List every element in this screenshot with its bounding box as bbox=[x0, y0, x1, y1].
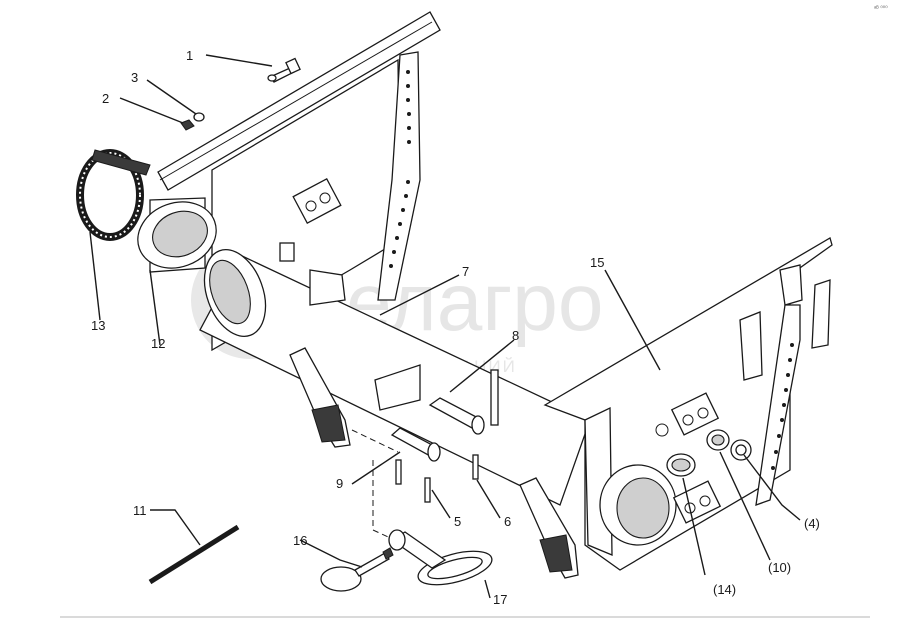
collar-12 bbox=[137, 197, 217, 273]
callout-17: 17 bbox=[493, 592, 507, 607]
pin-8 bbox=[428, 369, 499, 435]
bracket bbox=[309, 269, 421, 411]
rod-11 bbox=[148, 524, 240, 585]
spring-pin-9b bbox=[395, 459, 402, 485]
washer-3 bbox=[193, 112, 205, 122]
callout-13: 13 bbox=[91, 318, 105, 333]
callout-3: 3 bbox=[131, 70, 138, 85]
callout-10: (10) bbox=[768, 560, 791, 575]
top-mounting-bar bbox=[157, 11, 441, 191]
leader-lines bbox=[89, 54, 801, 599]
callout-labels: 1 2 3 (4) 5 6 7 8 9 (10) 11 12 13 (14) 1… bbox=[91, 48, 820, 607]
lynch-pin-17 bbox=[388, 529, 493, 586]
callout-5: 5 bbox=[454, 514, 461, 529]
callout-7: 7 bbox=[462, 264, 469, 279]
callout-8: 8 bbox=[512, 328, 519, 343]
washer-4 bbox=[730, 439, 752, 461]
spring-pin-5 bbox=[424, 477, 431, 503]
callout-12: 12 bbox=[151, 336, 165, 351]
callout-14: (14) bbox=[713, 582, 736, 597]
bushing-10 bbox=[706, 429, 730, 451]
hose-clamp-13 bbox=[76, 149, 151, 241]
alignment-lines bbox=[351, 429, 413, 549]
lock-pin-16 bbox=[320, 547, 394, 592]
callout-1: 1 bbox=[186, 48, 193, 63]
callout-9: 9 bbox=[336, 476, 343, 491]
spring-pin-6 bbox=[472, 454, 479, 480]
callout-6: 6 bbox=[504, 514, 511, 529]
pin-9 bbox=[390, 427, 441, 462]
callout-4: (4) bbox=[804, 516, 820, 531]
right-frame bbox=[543, 237, 833, 571]
callout-16: 16 bbox=[293, 533, 307, 548]
lower-hooks bbox=[289, 347, 579, 579]
nut-2 bbox=[180, 119, 195, 131]
bolt-1 bbox=[267, 57, 301, 83]
callout-11: 11 bbox=[133, 503, 147, 518]
bushing-14 bbox=[666, 453, 696, 477]
callout-2: 2 bbox=[102, 91, 109, 106]
callout-15: 15 bbox=[590, 255, 604, 270]
corner-mark: ᵃᴮ ⁰⁰⁰ bbox=[874, 5, 888, 12]
